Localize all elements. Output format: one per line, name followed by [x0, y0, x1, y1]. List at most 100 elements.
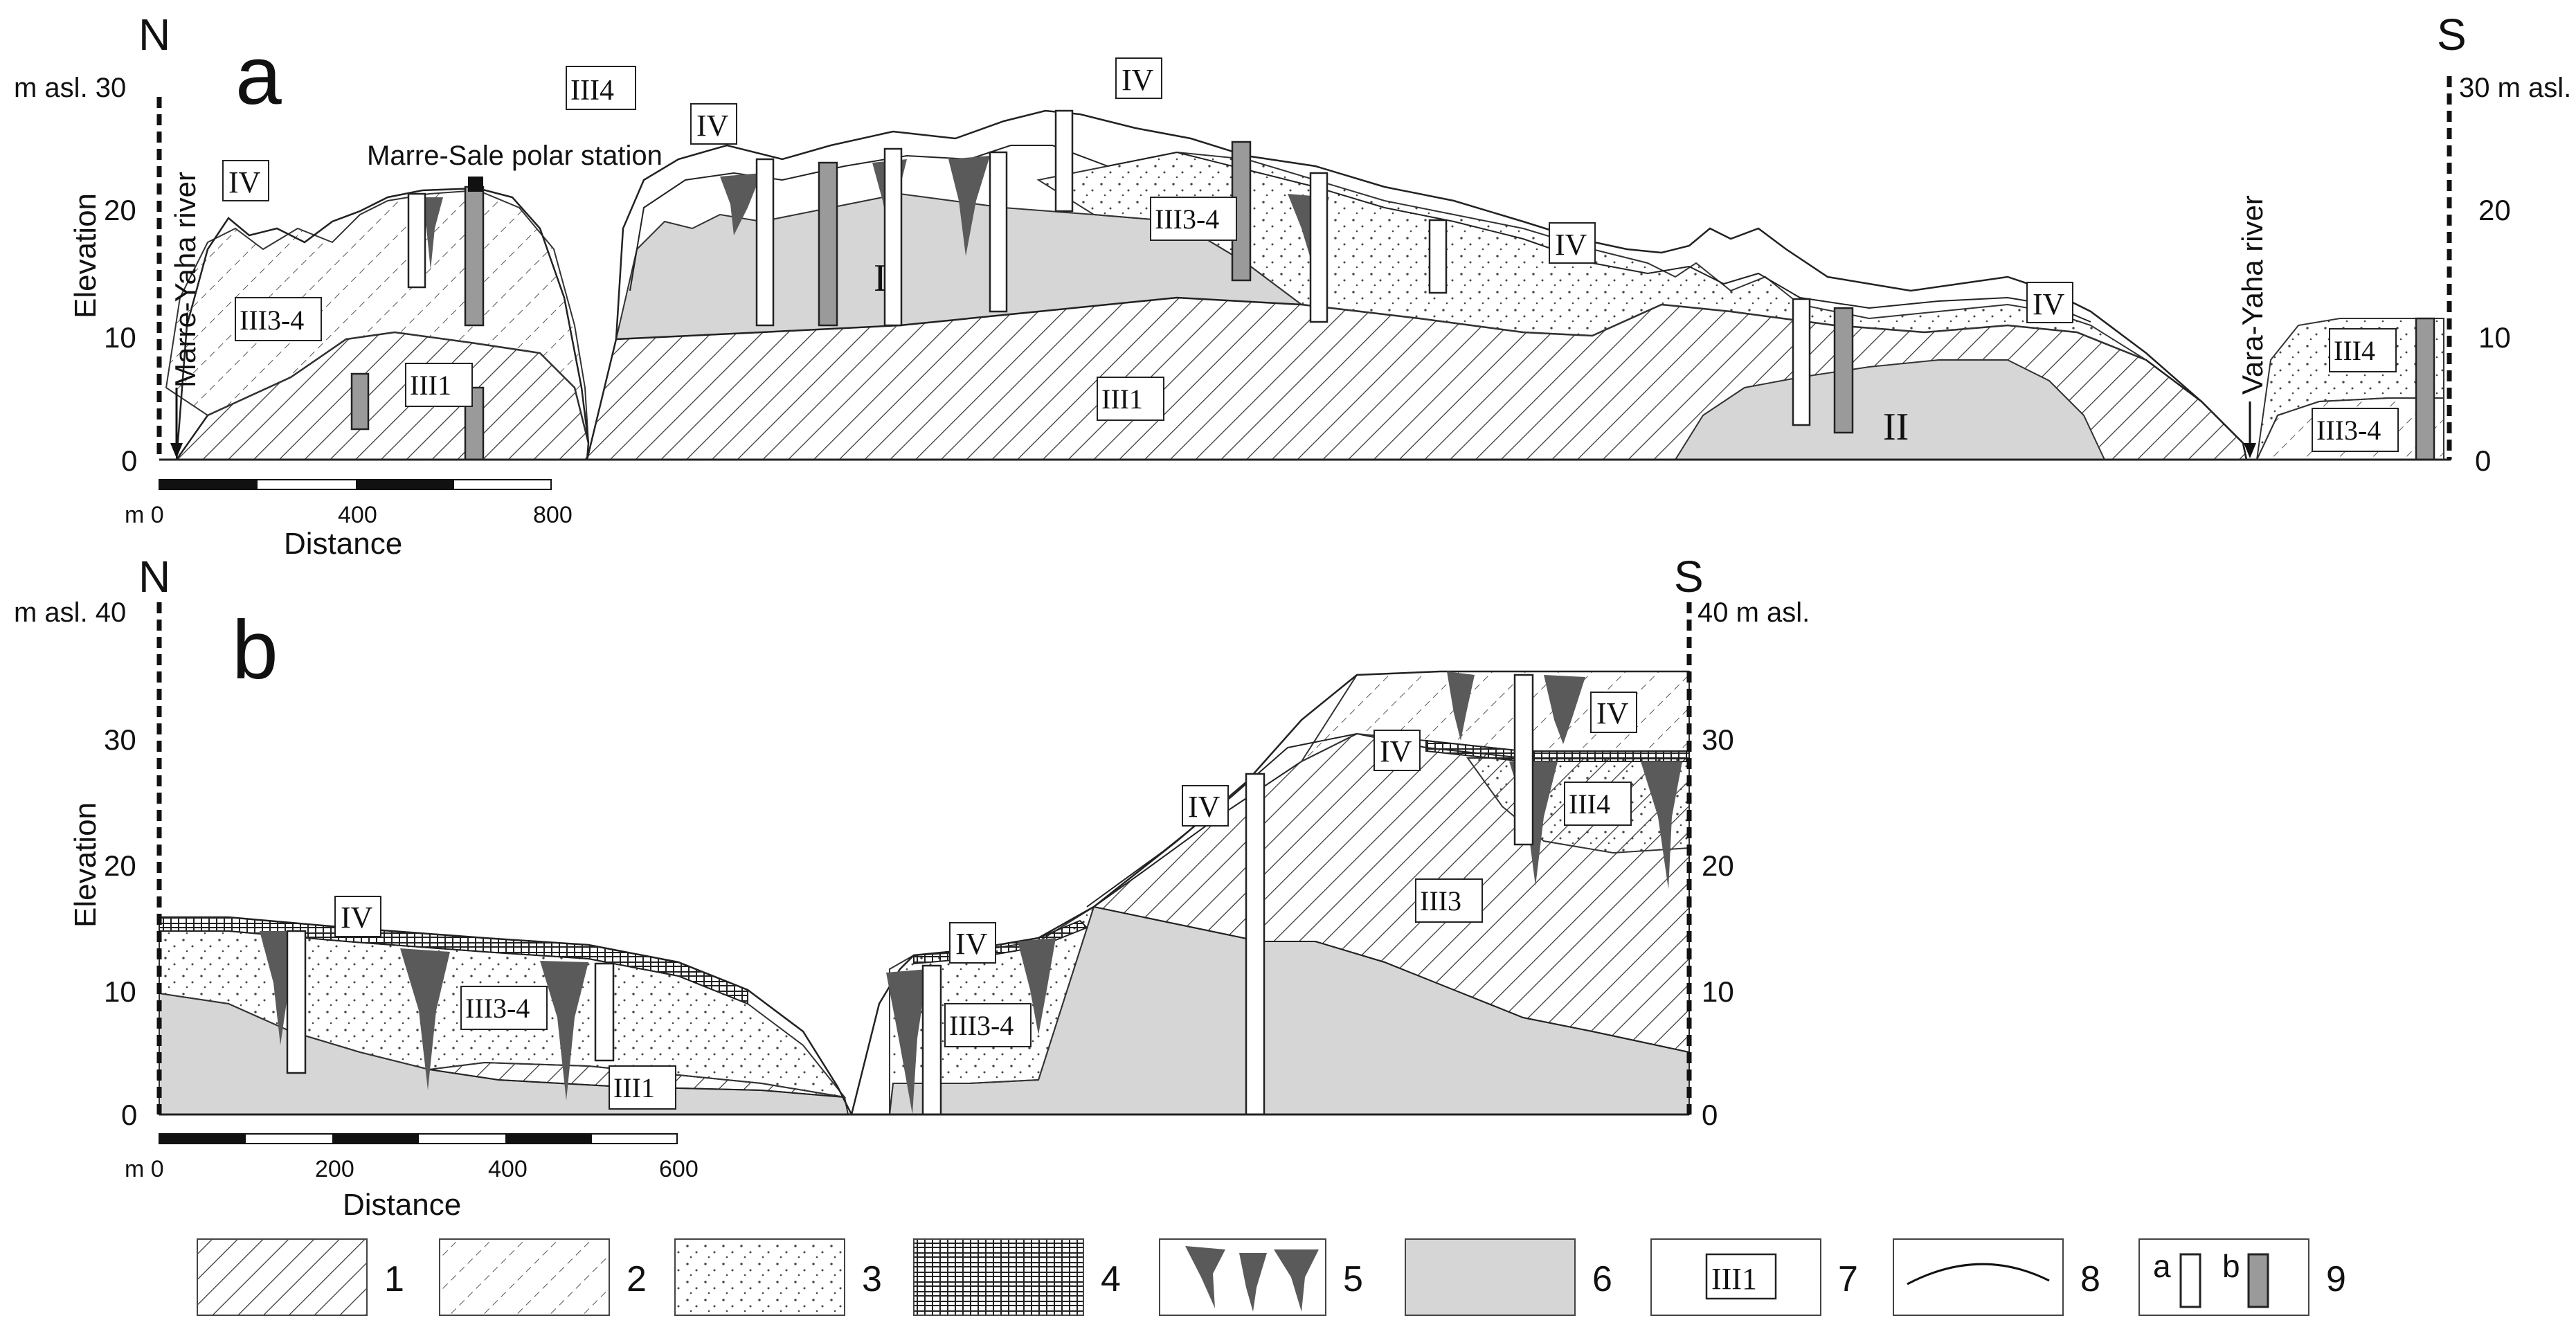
ytick-a-right: 0: [2475, 444, 2491, 477]
legend-number: 8: [2080, 1259, 2100, 1299]
borehole-a-open: [407, 192, 426, 289]
wedge-b: [1018, 938, 1056, 1035]
wedge-b: [1447, 671, 1475, 741]
unit-label: III3-4: [2316, 415, 2381, 446]
legend-sample-unit: III1: [1711, 1262, 1757, 1296]
unit-label: III1: [410, 370, 451, 401]
wedge-a-4: [948, 156, 990, 256]
axis-b-left-top: m asl. 40: [14, 597, 126, 628]
unit-label: III3-4: [949, 1010, 1014, 1041]
legend-wedge: [1239, 1253, 1267, 1312]
legend: 1 2 3 4 5 6 III1 7 8 a b 9: [197, 1238, 2346, 1316]
scale-b-tick: 400: [488, 1156, 528, 1182]
legend-swatch-6: [1405, 1238, 1576, 1316]
borehole-a-core: [350, 372, 370, 431]
axis-b-right-top: 40 m asl.: [1697, 597, 1810, 628]
borehole-a-core: [464, 386, 485, 461]
borehole-b-open: [1245, 773, 1266, 1116]
borehole-b-open: [1513, 674, 1534, 846]
unit-label: IV: [1188, 790, 1221, 824]
scale-b-tick: m 0: [125, 1156, 164, 1182]
unit-label: III3-4: [465, 993, 530, 1024]
wedge-b: [400, 948, 450, 1090]
ylabel-a: Elevation: [69, 193, 102, 318]
river-north-arrowhead: [170, 443, 183, 458]
scale-b-tick: 600: [659, 1156, 699, 1182]
borehole-a-open: [1428, 219, 1448, 294]
ytick-a-right: 10: [2478, 321, 2511, 354]
legend-wedge: [1185, 1246, 1225, 1308]
panel-a-boreholes: [350, 109, 2435, 461]
wedge-a-2: [720, 173, 762, 235]
ytick-b-right: 0: [1702, 1099, 1718, 1131]
borehole-a-core: [818, 161, 838, 327]
borehole-b-open: [286, 930, 307, 1074]
legend-swatch-2: [439, 1238, 610, 1316]
panel-b-boreholes: [286, 674, 1534, 1116]
wedge-b: [886, 969, 928, 1114]
legend-number: 2: [627, 1259, 647, 1299]
layer-a-iii4-right: [2256, 318, 2444, 460]
surface-a-left: [175, 187, 590, 460]
scale-bar-a: m 0 400 800 Distance: [125, 479, 573, 561]
ytick-a-left: 0: [121, 444, 137, 477]
surface-b-left: [159, 916, 853, 1115]
panel-b-unit-labels: IV IV IV IV IV III3-4 III3-4 III1 III4 I…: [334, 692, 1637, 1110]
legend-number: 9: [2326, 1259, 2346, 1299]
borehole-a-open: [1054, 109, 1074, 213]
unit-label: IV: [696, 109, 729, 143]
scale-b-title: Distance: [343, 1188, 461, 1222]
river-south-arrowhead: [2244, 443, 2256, 458]
legend-number: 1: [384, 1259, 404, 1299]
ytick-b-right: 30: [1702, 723, 1734, 756]
panel-a-unit-labels: IV IV IV IV IV III4 III3-4 III3-4 III1 I…: [222, 57, 2399, 452]
borehole-a-open: [989, 151, 1008, 313]
ylabel-b: Elevation: [69, 802, 102, 928]
unit-label: III4: [1569, 788, 1610, 820]
north-label-b: N: [138, 552, 170, 602]
borehole-a-core: [1833, 307, 1854, 434]
unit-label: IV: [1555, 228, 1587, 262]
panel-b-layers: [159, 670, 1690, 1115]
wedge-b: [1544, 675, 1585, 744]
ytick-b-left: 0: [121, 1099, 137, 1131]
borehole-a-open: [883, 147, 903, 327]
surface-b-right: [850, 670, 1689, 1115]
borehole-a-core: [2415, 317, 2435, 461]
ytick-b-left: 20: [104, 849, 136, 882]
legend-wedge: [1274, 1249, 1319, 1312]
axis-a-right-top: 30 m asl.: [2459, 73, 2571, 103]
unit-label: IV: [1596, 696, 1629, 730]
unit-label: IV: [228, 165, 261, 199]
ytick-a-right: 20: [2478, 194, 2511, 226]
ytick-a-left: 20: [104, 194, 136, 226]
scale-a-tick: 400: [338, 502, 377, 528]
south-label-a: S: [2437, 10, 2467, 60]
unit-label: IV: [1122, 63, 1154, 97]
panel-b-letter: b: [232, 604, 278, 696]
roman-i: I: [874, 257, 887, 300]
panel-a-letter: a: [235, 29, 282, 122]
unit-label: IV: [2033, 287, 2065, 321]
scale-bar-b: m 0 200 400 600 Distance: [125, 1133, 699, 1222]
unit-label: IV: [341, 901, 373, 935]
legend-swatch-8: [1893, 1238, 2064, 1316]
scale-b-tick: 200: [315, 1156, 354, 1182]
ytick-a-left: 10: [104, 321, 136, 354]
borehole-a-open: [1309, 172, 1328, 323]
unit-label: III4: [2334, 335, 2375, 366]
unit-label: IV: [955, 927, 988, 961]
ytick-b-left: 30: [104, 723, 136, 756]
ytick-b-right: 10: [1702, 975, 1734, 1008]
panel-b: N S b m asl. 40 40 m asl. Elevation 30 2…: [14, 552, 1810, 1222]
south-label-b: S: [1674, 552, 1704, 602]
legend-boundary-line: [1907, 1263, 2050, 1285]
unit-label: III3: [1420, 885, 1461, 917]
legend-swatch-1: [197, 1238, 368, 1316]
legend-swatch-9: [2138, 1238, 2309, 1316]
unit-label: III3-4: [240, 305, 304, 336]
north-label-a: N: [138, 10, 170, 60]
axis-a-left-top: m asl. 30: [14, 73, 126, 103]
unit-label: III1: [613, 1072, 655, 1103]
